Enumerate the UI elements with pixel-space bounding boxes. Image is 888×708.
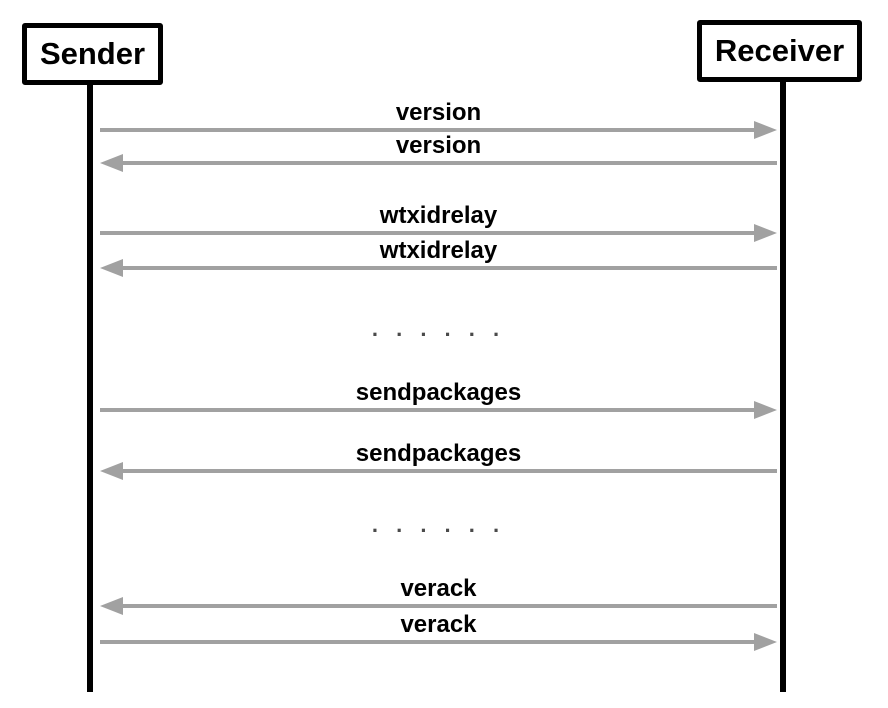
message-label: verack [400,611,477,638]
ellipsis: . . . . . . [371,316,506,341]
arrowhead-to-receiver-icon [754,224,777,242]
arrowhead-to-sender-icon [100,154,123,172]
arrowhead-to-sender-icon [100,259,123,277]
arrow-line [119,469,777,473]
arrow-line [100,640,758,644]
ellipsis: . . . . . . [371,512,506,537]
arrowhead-to-receiver-icon [754,121,777,139]
arrow-line [100,231,758,235]
arrow-line [119,161,777,165]
arrowhead-to-receiver-icon [754,633,777,651]
actor-label-receiver: Receiver [714,33,845,68]
arrowhead-to-receiver-icon [754,401,777,419]
actor-box-receiver: Receiver [697,20,862,82]
arrow-line [100,128,758,132]
message-label: sendpackages [355,379,522,406]
message-label: wtxidrelay [379,202,498,229]
actor-box-sender: Sender [22,23,163,85]
lifeline-sender [87,83,93,692]
arrowhead-to-sender-icon [100,462,123,480]
arrow-line [119,266,777,270]
message-label: version [395,132,482,159]
arrowhead-to-sender-icon [100,597,123,615]
arrow-line [100,408,758,412]
message-label: verack [400,575,477,602]
lifeline-receiver [780,80,786,692]
message-label: sendpackages [355,440,522,467]
message-label: wtxidrelay [379,237,498,264]
message-label: version [395,99,482,126]
actor-label-sender: Sender [39,36,146,71]
arrow-line [119,604,777,608]
